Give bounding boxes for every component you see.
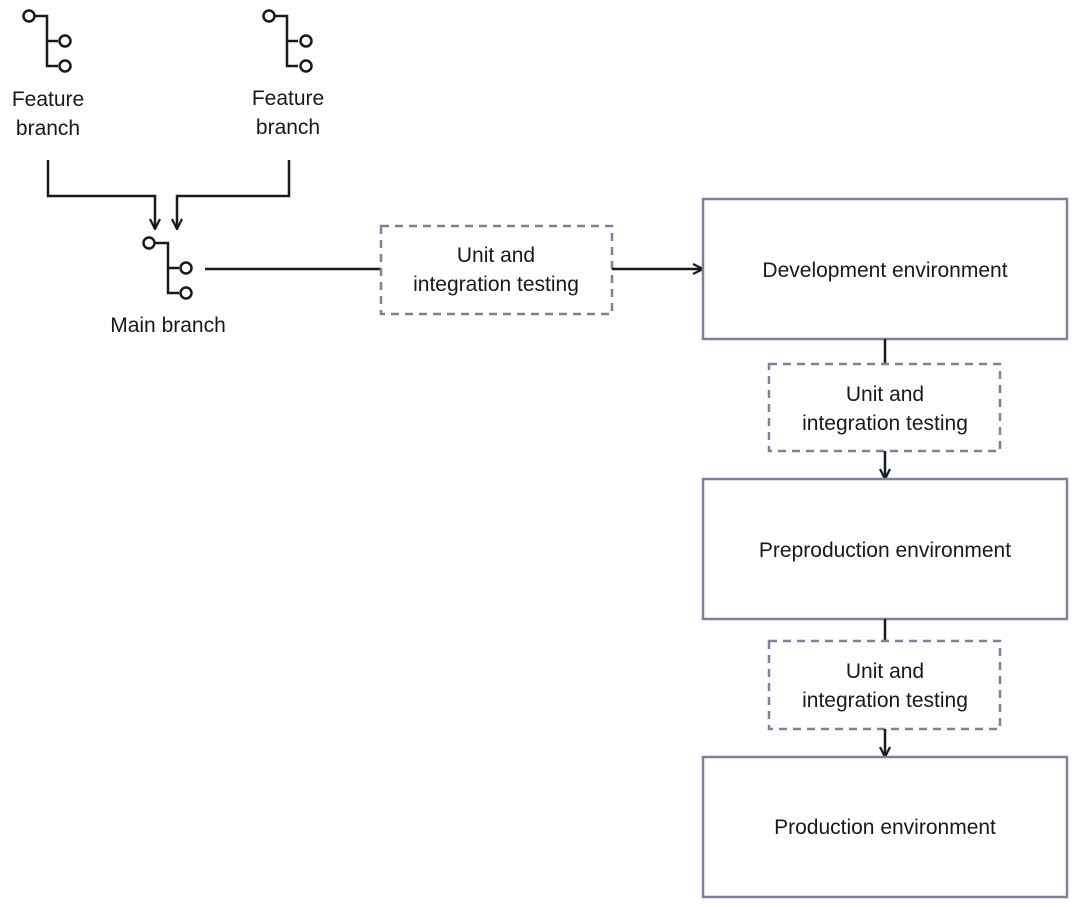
- testing-stage-label: Unit and: [457, 244, 535, 267]
- testing-stage-label: Unit and: [846, 383, 924, 406]
- testing-stage-label: integration testing: [413, 273, 579, 296]
- feature-branch-label: Feature: [12, 88, 84, 111]
- git-branch-icon: [142, 236, 193, 300]
- feature-branch-label: Feature: [252, 87, 324, 110]
- production-environment: [701, 755, 1069, 899]
- git-branch-icon: [262, 9, 313, 73]
- environment-label: Development environment: [762, 259, 1007, 282]
- git-branch-icon: [22, 9, 72, 73]
- environment-label: Production environment: [774, 816, 996, 839]
- feature-branch-label: branch: [16, 117, 80, 140]
- feature-branch-label: branch: [256, 116, 320, 139]
- merge-connector: [177, 160, 291, 229]
- merge-connector: [46, 160, 155, 229]
- environment-label: Preproduction environment: [759, 539, 1011, 562]
- testing-stage-label: Unit and: [846, 660, 924, 683]
- testing-stage: [767, 362, 1002, 453]
- main-branch-label: Main branch: [110, 314, 226, 337]
- testing-stage: [379, 224, 614, 316]
- testing-stage: [767, 639, 1002, 731]
- development-environment: [701, 197, 1069, 341]
- testing-stage-label: integration testing: [802, 412, 968, 435]
- testing-stage-label: integration testing: [802, 689, 968, 712]
